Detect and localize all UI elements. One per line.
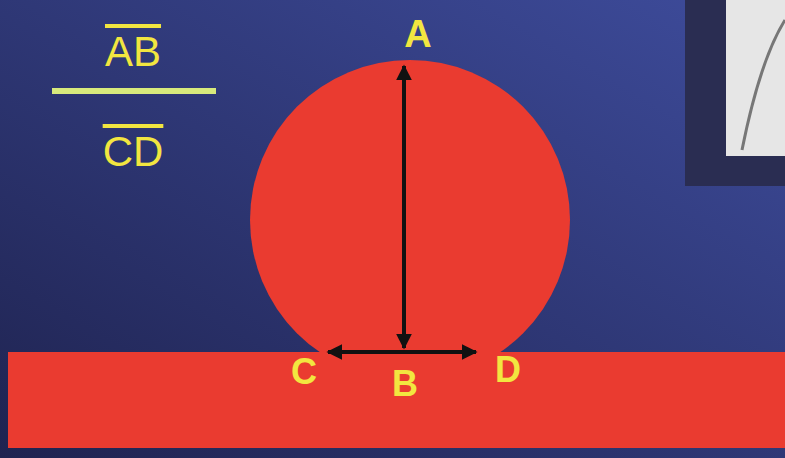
- width-arrow: [328, 350, 476, 354]
- point-label: A: [404, 15, 431, 53]
- inset-frame: [685, 0, 785, 186]
- ratio-denominator: CD: [103, 131, 164, 173]
- point-label: D: [495, 352, 521, 388]
- photo-detail: [742, 20, 785, 150]
- point-label: C: [291, 354, 317, 390]
- droplet: [250, 60, 570, 354]
- height-arrow: [402, 66, 406, 348]
- inset-photo: [726, 0, 785, 156]
- fraction-bar: [52, 88, 216, 94]
- substrate: [8, 352, 785, 448]
- ratio-numerator: AB: [105, 31, 161, 73]
- point-label: B: [392, 366, 418, 402]
